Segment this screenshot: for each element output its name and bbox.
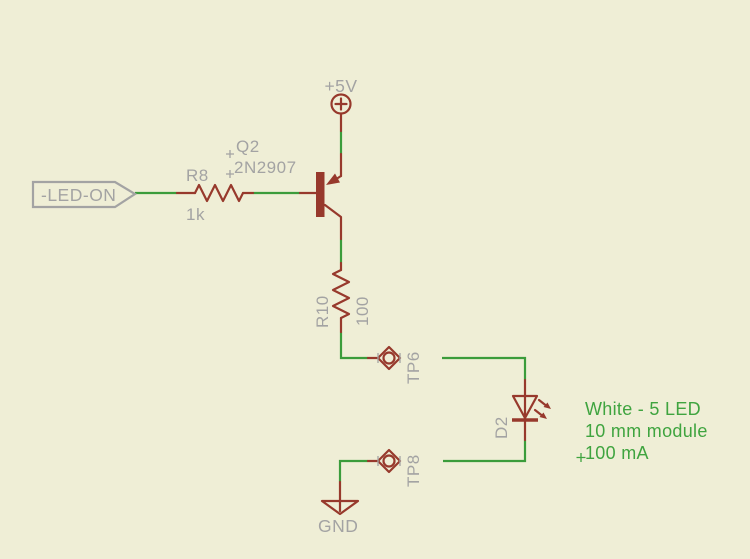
- gnd-label: GND: [318, 516, 358, 536]
- annotation-line-3: 100 mA: [585, 443, 649, 463]
- net-flag-outline: [31, 180, 138, 209]
- resistor-r10[interactable]: R10 100: [313, 261, 372, 334]
- tp8-label: TP8: [404, 454, 423, 487]
- led-annotation: White - 5 LED 10 mm module 100 mA: [576, 399, 708, 463]
- r8-name-label: R8: [186, 166, 209, 185]
- net-flag-label: -LED-ON: [41, 185, 116, 205]
- net-wire-to-led-anode[interactable]: [442, 356, 527, 380]
- net-wire-r10-to-tp6[interactable]: [339, 332, 368, 360]
- r8-value-label: 1k: [186, 205, 205, 224]
- r10-value-label: 100: [353, 296, 372, 326]
- pnp-emitter-arrow-icon: [326, 173, 340, 185]
- q2-value-origin-cross: [226, 170, 234, 178]
- q2-name-origin-cross: [226, 150, 234, 158]
- d2-name-label: D2: [492, 416, 511, 439]
- net-wire-led-cathode[interactable]: [443, 440, 527, 463]
- tp6-pin-ticks: [377, 353, 401, 363]
- annotation-origin-cross: [576, 453, 586, 462]
- r10-name-label: R10: [313, 295, 332, 328]
- resistor-zigzag-icon: [331, 268, 351, 320]
- net-wire-tp8-to-gnd[interactable]: [338, 459, 368, 482]
- testpoint-pad-icon: [382, 351, 396, 365]
- q2-value-label: 2N2907: [234, 158, 297, 177]
- supply-label: +5V: [324, 76, 357, 96]
- testpoint-pad-icon: [382, 454, 396, 468]
- diode-triangle-icon: [511, 394, 539, 420]
- testpoint-tp6[interactable]: TP6: [366, 345, 423, 384]
- annotation-line-1: White - 5 LED: [585, 399, 701, 419]
- testpoint-diamond-icon: [376, 345, 402, 371]
- transistor-q2[interactable]: Q2 2N2907: [226, 137, 343, 241]
- tp8-pin-ticks: [377, 456, 401, 466]
- resistor-zigzag-icon: [193, 183, 245, 203]
- ground-triangle-icon: [320, 499, 360, 516]
- net-wires: [135, 131, 527, 482]
- net-flag-led-on[interactable]: -LED-ON: [31, 180, 138, 209]
- led-d2[interactable]: D2: [492, 378, 551, 442]
- resistor-r8[interactable]: R8 1k: [175, 166, 255, 224]
- supply-5v[interactable]: +5V: [324, 76, 357, 133]
- testpoint-tp8[interactable]: TP8: [366, 448, 423, 487]
- testpoint-diamond-icon: [376, 448, 402, 474]
- q2-name-label: Q2: [236, 137, 260, 156]
- pnp-transistor-base-bar: [316, 172, 325, 217]
- annotation-line-2: 10 mm module: [585, 421, 708, 441]
- gnd-symbol[interactable]: GND: [318, 480, 360, 536]
- q2-collector-lead: [323, 203, 343, 241]
- vcc-plus-icon: [334, 97, 348, 111]
- tp6-label: TP6: [404, 351, 423, 384]
- led-emission-arrows-icon: [533, 398, 551, 419]
